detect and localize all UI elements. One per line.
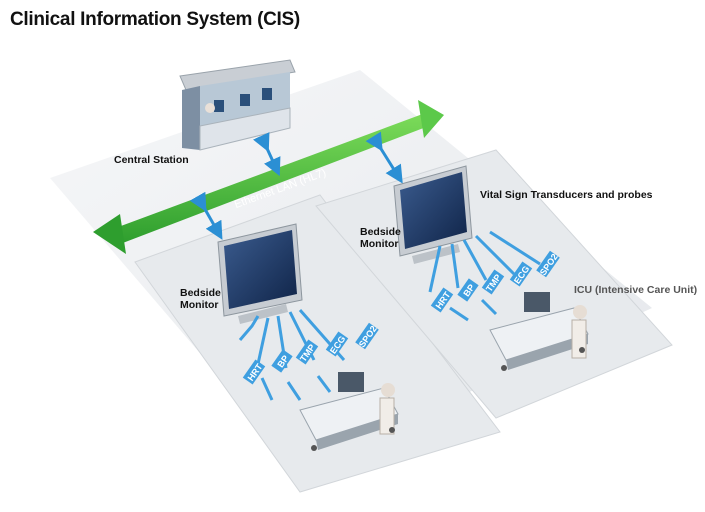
left-bedside-monitor-label: Bedside Monitor <box>180 287 221 311</box>
central-station-graphic <box>179 59 296 151</box>
icu-label: ICU (Intensive Care Unit) <box>574 284 698 296</box>
right-signal-tags <box>430 250 560 313</box>
left-bedside-line2: Monitor <box>180 299 219 311</box>
left-bedside-line1: Bedside <box>180 287 221 299</box>
left-bedside-monitor-graphic <box>217 223 303 324</box>
right-bedside-line2: Monitor <box>360 238 399 250</box>
right-bedside-line1: Bedside <box>360 226 401 238</box>
vital-sign-label: Vital Sign Transducers and probes <box>480 189 653 201</box>
left-bed-graphic <box>299 372 399 451</box>
left-signal-tags <box>242 322 379 385</box>
central-station-label: Central Station <box>114 154 189 166</box>
right-bedside-monitor-graphic <box>393 165 473 264</box>
right-bed-graphic <box>489 292 589 371</box>
right-signal-lines <box>428 230 541 322</box>
right-bedside-monitor-label: Bedside Monitor <box>360 226 401 250</box>
left-monitor-link-arrow <box>189 191 223 240</box>
station-link-arrow <box>253 132 281 177</box>
right-monitor-link-arrow <box>365 131 403 184</box>
page-title: Clinical Information System (CIS) <box>10 9 300 30</box>
